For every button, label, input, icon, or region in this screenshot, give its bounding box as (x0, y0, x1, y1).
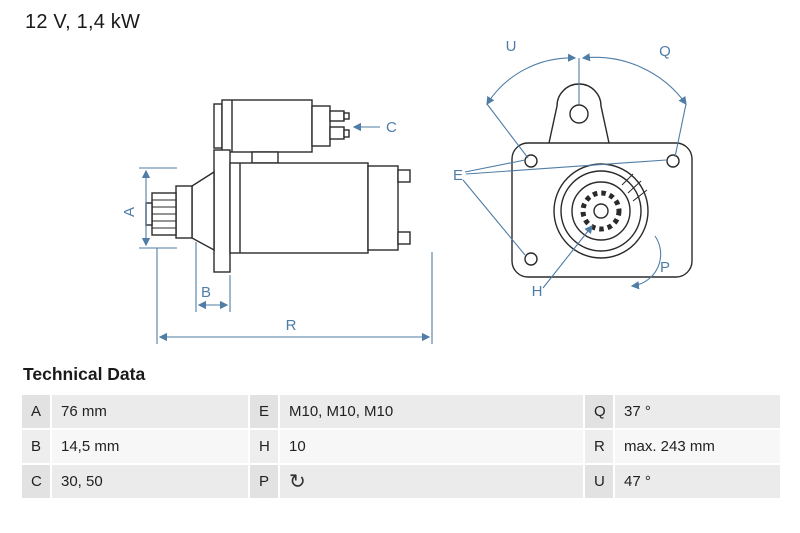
rotation-icon: ↻ (289, 470, 306, 493)
dim-label-a: A (121, 207, 138, 217)
spec-value: 76 mm (50, 393, 250, 430)
spec-value: ↻ (278, 463, 585, 500)
dim-label-c: C (386, 119, 397, 136)
spec-label: B (20, 428, 52, 465)
side-view-dimensions: A B R C (121, 119, 433, 344)
spec-label: C (20, 463, 52, 500)
technical-data-heading: Technical Data (23, 364, 146, 384)
dim-label-h: H (532, 283, 543, 300)
table-row: B 14,5 mm H 10 R max. 243 mm (20, 428, 782, 465)
dim-label-p: P (660, 259, 670, 276)
solenoid (213, 99, 350, 164)
spec-label: H (248, 428, 280, 465)
table-row: A 76 mm E M10, M10, M10 Q 37 ° (20, 393, 782, 430)
spec-value: 37 ° (613, 393, 782, 430)
drive-pinion (145, 170, 215, 252)
starter-side-view (145, 99, 411, 273)
spec-label: Q (583, 393, 615, 430)
dim-label-u: U (506, 38, 517, 55)
spec-value: 10 (278, 428, 585, 465)
spec-value: M10, M10, M10 (278, 393, 585, 430)
ear-hole (569, 104, 589, 124)
technical-data-table: A 76 mm E M10, M10, M10 Q 37 ° B 14,5 mm… (20, 393, 782, 500)
spec-label: P (248, 463, 280, 500)
spec-label: A (20, 393, 52, 430)
spec-value: max. 243 mm (613, 428, 782, 465)
spec-value: 47 ° (613, 463, 782, 500)
mounting-flange (213, 149, 231, 273)
front-view-dimensions: U Q E H P (453, 38, 687, 300)
product-title: 12 V, 1,4 kW (25, 11, 141, 33)
technical-drawing: A B R C (121, 38, 693, 344)
dim-label-b: B (201, 284, 211, 301)
flange-hole-bottom-left (524, 252, 538, 266)
shaft-spline (580, 190, 622, 232)
dim-label-r: R (286, 317, 297, 334)
spec-value: 14,5 mm (50, 428, 250, 465)
spec-label: R (583, 428, 615, 465)
spec-value: 30, 50 (50, 463, 250, 500)
spec-label: U (583, 463, 615, 500)
spec-label: E (248, 393, 280, 430)
starter-front-view (511, 83, 693, 278)
flange-hole-top-right (666, 154, 680, 168)
motor-body (229, 162, 411, 254)
shaft-boss (553, 163, 649, 259)
dim-label-e: E (453, 167, 463, 184)
dim-label-q: Q (659, 43, 671, 60)
table-row: C 30, 50 P ↻ U 47 ° (20, 463, 782, 500)
